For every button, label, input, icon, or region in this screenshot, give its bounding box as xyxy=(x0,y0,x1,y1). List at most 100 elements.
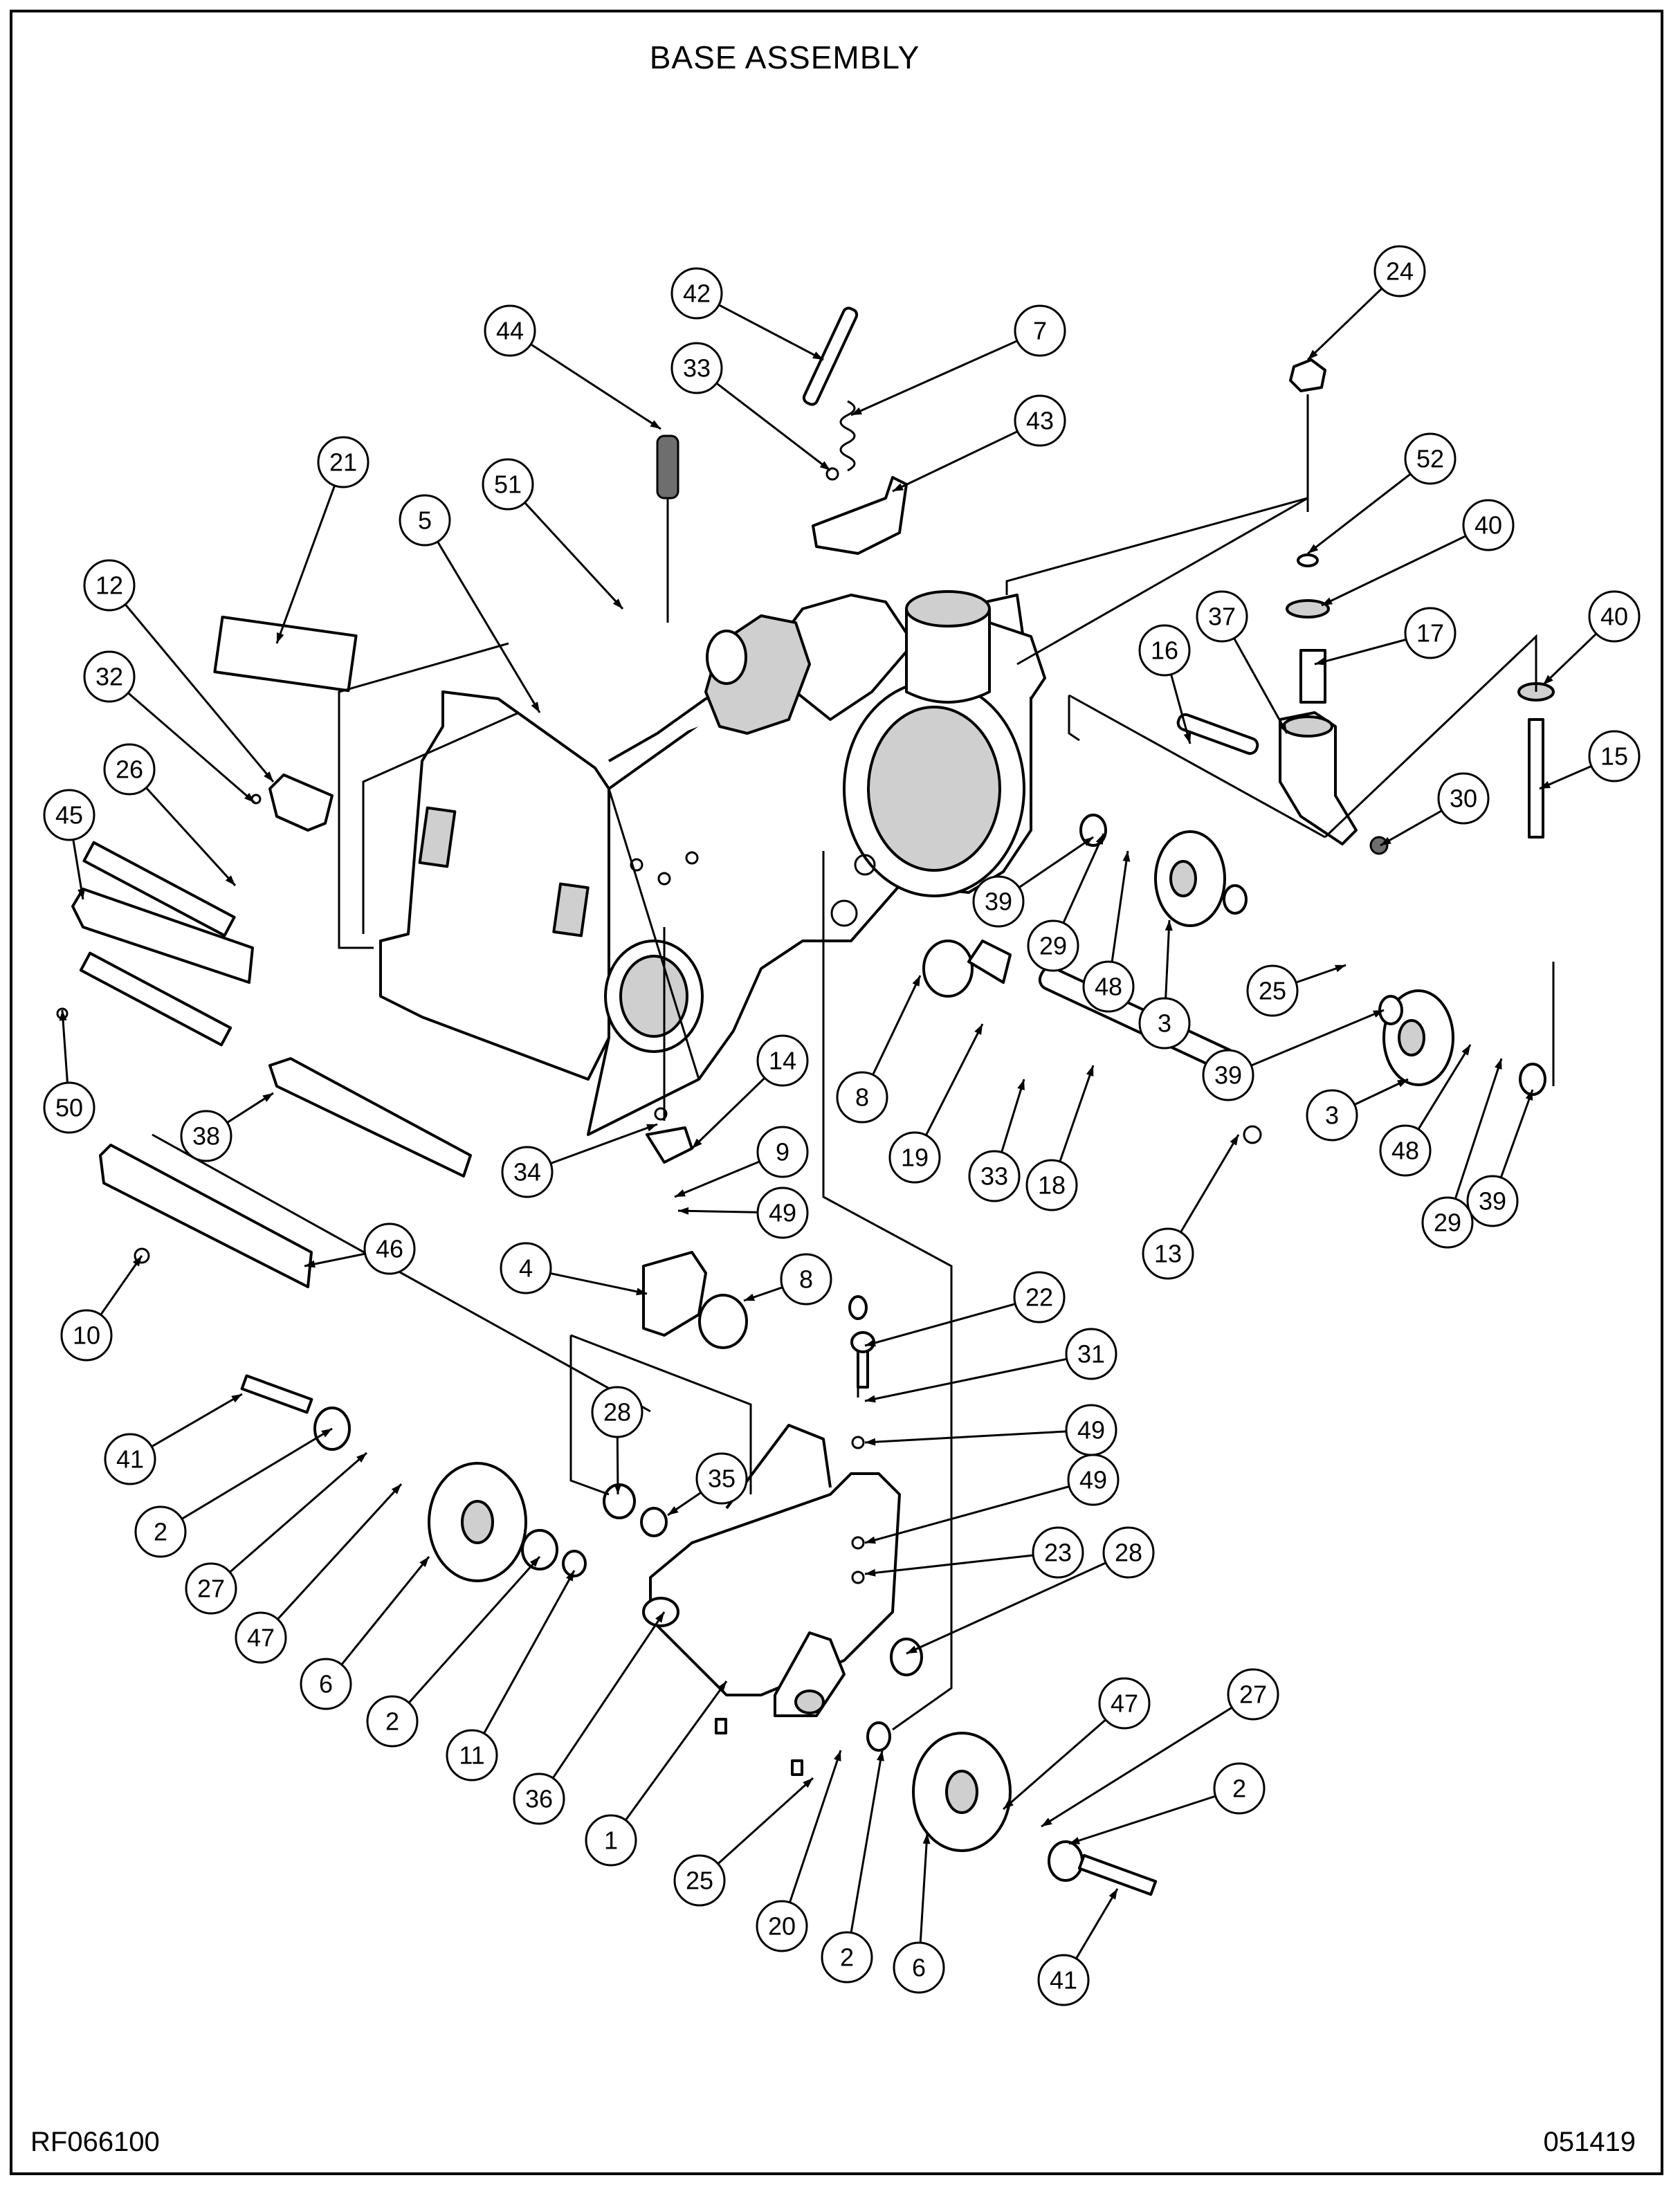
leader-line xyxy=(718,304,824,361)
callout-balloon-2: 2 xyxy=(134,1427,333,1558)
leader-arrowhead xyxy=(655,1612,664,1623)
leader-line xyxy=(1306,287,1383,361)
leader-arrowhead xyxy=(865,1536,876,1544)
leader-arrowhead xyxy=(1495,1059,1502,1070)
balloon-circle xyxy=(893,1941,945,1994)
callout-balloon-38: 38 xyxy=(180,1092,274,1162)
leader-arrowhead xyxy=(1373,1010,1384,1018)
balloon-circle xyxy=(1246,964,1299,1017)
leader-arrowhead xyxy=(231,1394,242,1403)
balloon-number: 6 xyxy=(912,1954,926,1982)
leader-line xyxy=(483,1570,576,1734)
balloon-number: 24 xyxy=(1386,257,1414,286)
leader-line xyxy=(864,1554,1034,1575)
callout-balloon-44: 44 xyxy=(484,304,661,430)
callout-balloon-51: 51 xyxy=(482,458,624,610)
callout-balloon-33: 33 xyxy=(670,342,831,472)
callout-balloon-47: 47 xyxy=(235,1483,403,1664)
leader-line xyxy=(100,1255,143,1316)
leader-arrowhead xyxy=(1308,544,1319,553)
base-frame xyxy=(379,590,1046,1136)
leader-line xyxy=(715,382,831,472)
callout-balloon-12: 12 xyxy=(83,559,275,782)
leader-line xyxy=(924,1023,984,1136)
callout-balloon-25: 25 xyxy=(673,1777,814,1907)
balloon-circle xyxy=(399,494,451,547)
callout-balloon-43: 43 xyxy=(892,394,1066,493)
leader-arrowhead xyxy=(304,1260,316,1268)
balloon-number: 42 xyxy=(683,280,711,308)
balloon-number: 18 xyxy=(1038,1171,1066,1200)
callout-balloon-4: 4 xyxy=(500,1242,648,1296)
callout-balloon-5: 5 xyxy=(399,494,541,713)
callout-balloon-40: 40 xyxy=(1321,499,1515,607)
callout-balloon-16: 16 xyxy=(1138,624,1191,744)
balloon-number: 48 xyxy=(1095,973,1122,1001)
balloon-number: 43 xyxy=(1026,407,1054,435)
callout-balloon-3: 3 xyxy=(1306,1078,1409,1142)
balloon-number: 2 xyxy=(840,1943,854,1972)
callout-balloon-45: 45 xyxy=(43,789,95,900)
balloon-number: 45 xyxy=(55,801,83,830)
balloon-number: 41 xyxy=(1050,1966,1077,1995)
leader-line xyxy=(1321,535,1467,607)
balloon-number: 17 xyxy=(1416,619,1444,648)
leader-arrowhead xyxy=(565,1570,574,1582)
balloon-circle xyxy=(83,650,136,703)
leader-arrowhead xyxy=(356,1453,367,1463)
leader-arrowhead xyxy=(1540,780,1551,789)
leader-arrowhead xyxy=(744,1293,755,1301)
callout-balloon-41: 41 xyxy=(1037,1888,1119,2006)
leader-line xyxy=(277,1483,403,1620)
callout-balloon-22: 22 xyxy=(864,1271,1066,1347)
balloon-circle xyxy=(888,1131,941,1184)
leader-line xyxy=(1018,836,1094,889)
balloon-number: 47 xyxy=(1111,1689,1138,1718)
balloon-circle xyxy=(1373,245,1426,297)
leader-line xyxy=(524,502,624,610)
lower-assembly xyxy=(240,1107,1158,1896)
callout-balloon-47: 47 xyxy=(1003,1677,1151,1811)
leader-arrowhead xyxy=(834,1750,841,1761)
leader-line xyxy=(1003,1719,1106,1811)
leader-arrowhead xyxy=(906,1645,917,1654)
callout-balloon-48: 48 xyxy=(1379,1044,1472,1177)
balloon-number: 48 xyxy=(1391,1137,1419,1165)
date-code: 051419 xyxy=(1543,2127,1636,2157)
balloon-number: 6 xyxy=(319,1670,333,1698)
balloon-circle xyxy=(673,1854,726,1907)
callout-balloon-18: 18 xyxy=(1025,1065,1095,1211)
leader-arrowhead xyxy=(1082,837,1093,846)
balloon-number: 29 xyxy=(1039,932,1067,960)
leader-arrowhead xyxy=(803,1778,813,1788)
leader-arrowhead xyxy=(1543,675,1553,685)
balloon-circle xyxy=(83,559,136,612)
balloon-number: 8 xyxy=(799,1265,813,1294)
callout-balloon-49: 49 xyxy=(677,1187,809,1239)
leader-arrowhead xyxy=(225,875,235,886)
balloon-number: 14 xyxy=(769,1047,796,1075)
leader-line xyxy=(1250,1009,1385,1067)
callout-balloon-34: 34 xyxy=(501,1123,658,1198)
leader-line xyxy=(674,1160,760,1198)
balloon-circle xyxy=(1065,1328,1117,1380)
balloon-circle xyxy=(756,1034,809,1087)
balloon-number: 21 xyxy=(329,448,357,477)
callout-balloon-52: 52 xyxy=(1307,432,1457,555)
parts-art xyxy=(56,306,1555,1896)
callout-balloon-7: 7 xyxy=(850,304,1066,416)
balloon-circle xyxy=(836,1071,888,1124)
balloon-circle xyxy=(501,1146,554,1198)
callout-balloon-2: 2 xyxy=(366,1555,541,1748)
left-guards xyxy=(56,615,472,1288)
balloon-circle xyxy=(1027,919,1079,972)
leader-arrowhead xyxy=(650,420,661,429)
balloon-circle xyxy=(1138,624,1191,677)
callout-balloon-28: 28 xyxy=(591,1386,643,1495)
leader-arrowhead xyxy=(1397,1079,1408,1088)
balloon-circle xyxy=(104,1433,156,1485)
balloon-circle xyxy=(1138,997,1191,1050)
leader-line xyxy=(864,1485,1070,1544)
leader-arrowhead xyxy=(636,1288,647,1296)
callout-balloon-14: 14 xyxy=(691,1034,809,1150)
